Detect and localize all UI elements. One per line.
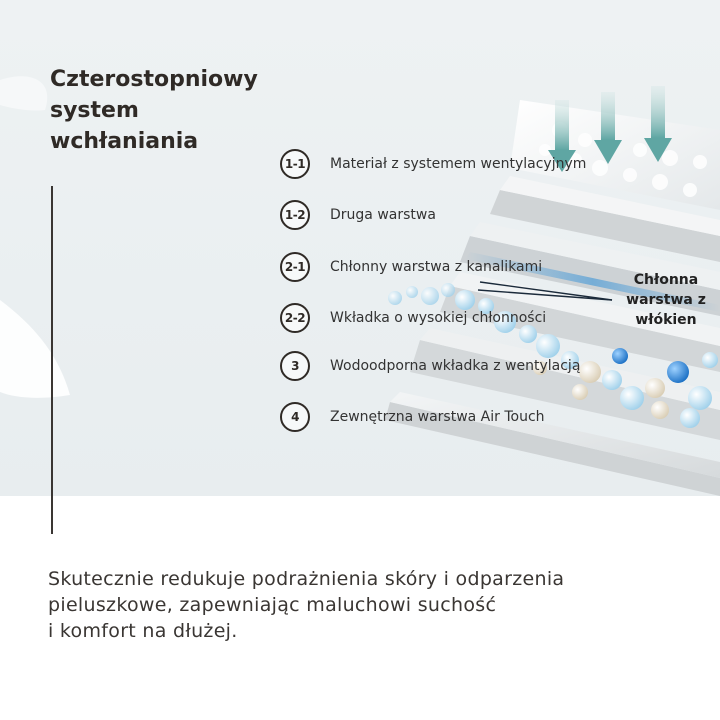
title-line: system bbox=[50, 98, 139, 123]
layer-badge: 2-2 bbox=[280, 303, 310, 333]
description-line: i komfort na dłużej. bbox=[48, 620, 238, 642]
description-line: pieluszkowe, zapewniając maluchowi sucho… bbox=[48, 594, 497, 616]
layer-label: Wodoodporna wkładka z wentylacją bbox=[330, 358, 581, 374]
layer-4-sheet bbox=[385, 392, 720, 496]
layer-item: 4 Zewnętrzna warstwa Air Touch bbox=[280, 399, 545, 435]
layer-item: 1-2 Druga warstwa bbox=[280, 197, 436, 233]
callout-line: warstwa z bbox=[626, 292, 706, 308]
benefit-description: Skutecznie redukuje podrażnienia skóry i… bbox=[48, 566, 688, 644]
callout-line: Chłonna bbox=[633, 272, 699, 288]
layer-2-1-sheet bbox=[460, 222, 720, 316]
layer-1-2-sheet bbox=[490, 176, 720, 262]
layer-badge: 1-2 bbox=[280, 200, 310, 230]
layer-label: Chłonny warstwa z kanalikami bbox=[330, 259, 543, 275]
layer-label: Zewnętrzna warstwa Air Touch bbox=[330, 409, 545, 425]
page-title: Czterostopniowy system wchłaniania bbox=[50, 64, 310, 157]
layer-item: 2-1 Chłonny warstwa z kanalikami bbox=[280, 249, 542, 285]
layer-label: Materiał z systemem wentylacyjnym bbox=[330, 156, 587, 172]
layer-label: Wkładka o wysokiej chłonności bbox=[330, 310, 547, 326]
layer-item: 1-1 Materiał z systemem wentylacyjnym bbox=[280, 146, 586, 182]
callout-pointer-lines bbox=[477, 281, 613, 301]
description-line: Skutecznie redukuje podrażnienia skóry i… bbox=[48, 568, 565, 590]
layer-badge: 2-1 bbox=[280, 252, 310, 282]
illustration-panel bbox=[0, 0, 720, 496]
vertical-divider bbox=[51, 186, 53, 534]
airflow-arrows bbox=[548, 86, 672, 172]
layer-item: 2-2 Wkładka o wysokiej chłonności bbox=[280, 300, 546, 336]
layer-badge: 4 bbox=[280, 402, 310, 432]
layer-badge: 3 bbox=[280, 351, 310, 381]
layer-2-2-sheet bbox=[440, 272, 720, 372]
callout-line: włókien bbox=[635, 312, 697, 328]
arrow-down-icon bbox=[548, 100, 576, 172]
title-line: Czterostopniowy bbox=[50, 67, 258, 92]
layer-item: 3 Wodoodporna wkładka z wentylacją bbox=[280, 348, 580, 384]
fiber-layer-callout: Chłonna warstwa z włókien bbox=[612, 270, 720, 330]
absorbent-particles bbox=[388, 283, 718, 428]
diaper-layers-illustration bbox=[385, 86, 720, 496]
title-line: wchłaniania bbox=[50, 129, 199, 154]
layer-badge: 1-1 bbox=[280, 149, 310, 179]
layer-label: Druga warstwa bbox=[330, 207, 436, 223]
arrow-down-icon bbox=[644, 86, 672, 162]
arrow-down-icon bbox=[594, 92, 622, 164]
